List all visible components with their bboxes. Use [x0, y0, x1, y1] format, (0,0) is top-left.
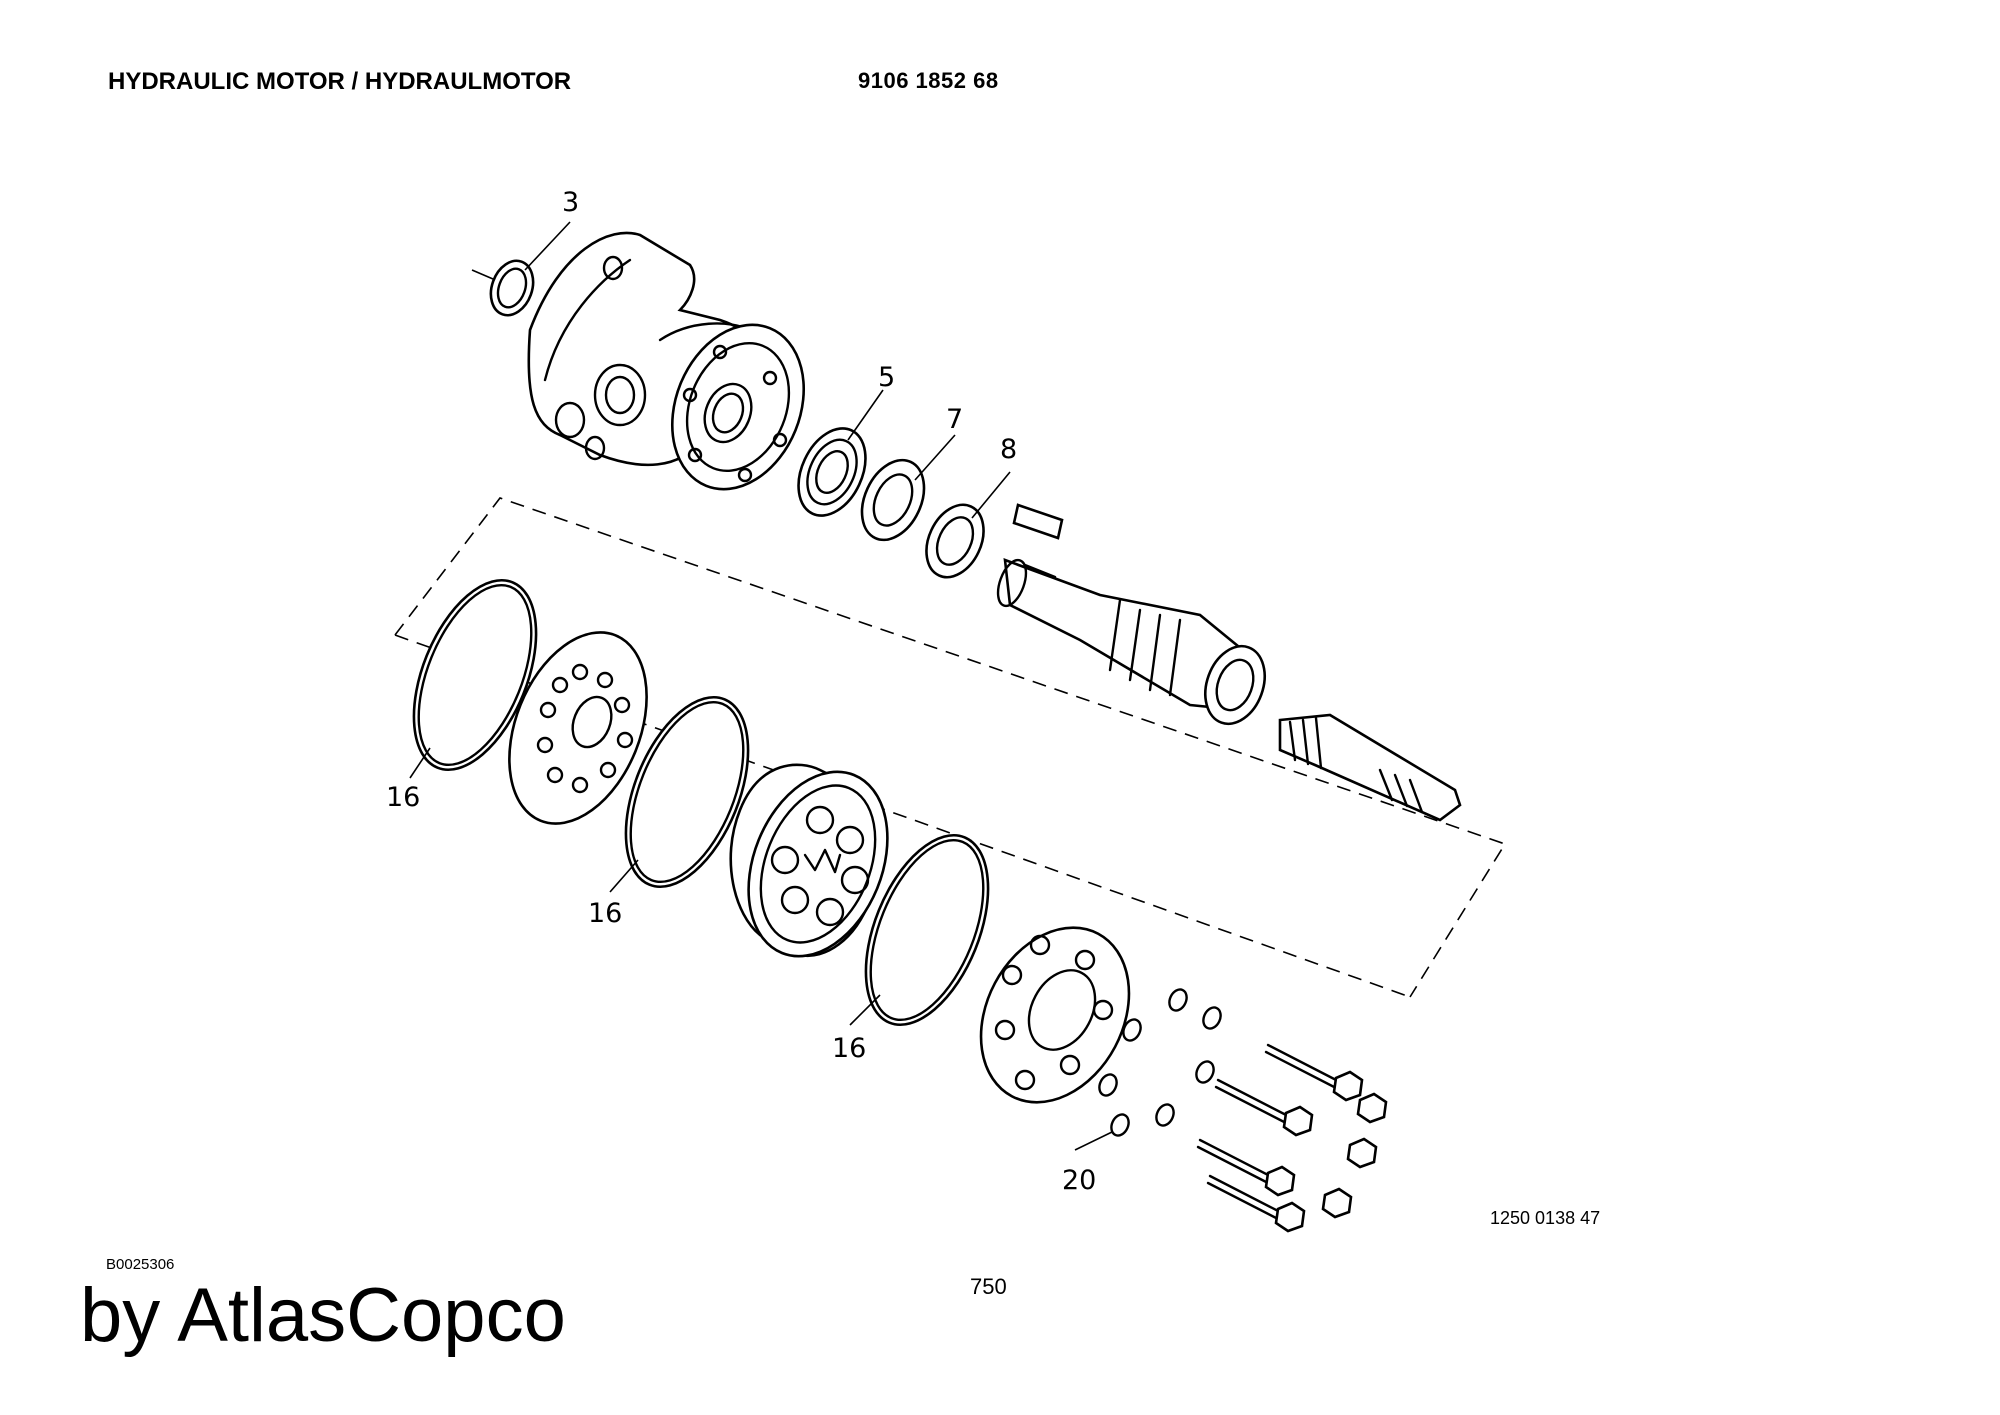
- drive-shaft: [1278, 713, 1462, 822]
- seal-ring-16-a: [412, 578, 538, 772]
- bolts: [1196, 1043, 1388, 1233]
- bearing-5: [797, 427, 867, 517]
- washers-20: [1098, 988, 1222, 1137]
- motor-housing: [527, 231, 806, 491]
- washer-7: [860, 458, 926, 542]
- callout-16-b: 16: [588, 898, 622, 929]
- end-cover: [979, 926, 1131, 1104]
- leader-lines: [409, 221, 1113, 1151]
- needle-bearing-8: [925, 503, 985, 579]
- page-number: 750: [970, 1274, 1007, 1299]
- seal-ring-16-c: [864, 833, 990, 1027]
- valve-plate: [508, 631, 648, 825]
- gerotor-set: [729, 763, 889, 958]
- reference-code: B0025306: [106, 1256, 175, 1273]
- assembly-axis: [394, 634, 1411, 998]
- shaft-key: [1012, 503, 1064, 540]
- callout-20: 20: [1062, 1165, 1096, 1196]
- brand-watermark: by AtlasCopco: [80, 1273, 566, 1358]
- drawing-number: 1250 0138 47: [1490, 1208, 1601, 1228]
- callout-3: 3: [562, 187, 579, 218]
- callout-16-a: 16: [386, 782, 420, 813]
- document-title: HYDRAULIC MOTOR / HYDRAULMOTOR: [108, 68, 572, 95]
- callout-8: 8: [1000, 434, 1017, 465]
- part-number: 9106 1852 68: [858, 68, 999, 93]
- seal-ring-16-b: [624, 695, 750, 889]
- callout-5: 5: [878, 362, 895, 393]
- o-ring-3: [471, 259, 535, 317]
- callout-7: 7: [946, 404, 963, 435]
- output-shaft: [996, 558, 1266, 726]
- callout-16-c: 16: [832, 1033, 866, 1064]
